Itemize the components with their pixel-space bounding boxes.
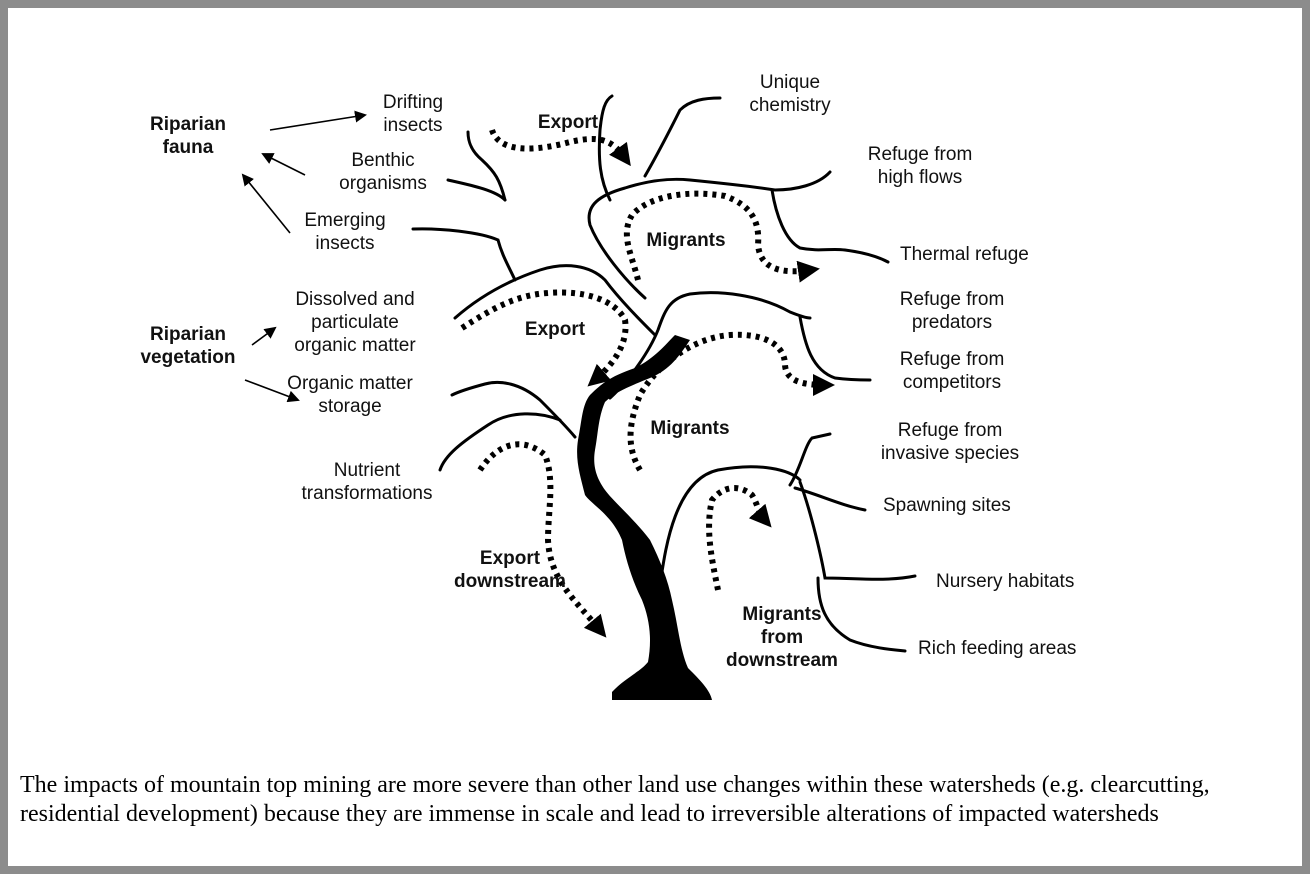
figure-caption: The impacts of mountain top mining are m… — [20, 772, 1210, 827]
spawning-sites-label: Spawning sites — [883, 495, 1011, 516]
export-mid-label: Export — [525, 319, 586, 340]
flow-arrows — [460, 128, 835, 638]
branches — [411, 94, 917, 653]
migrants-top-label: Migrants — [646, 230, 725, 251]
export-mid-flow — [460, 289, 629, 387]
nursery-habitats-label: Nursery habitats — [936, 571, 1074, 592]
thermal-refuge-label: Thermal refuge — [900, 244, 1029, 265]
riparian-arrows — [241, 110, 367, 403]
export-top-flow — [489, 128, 631, 167]
migrants-downstream-flow — [706, 485, 772, 591]
export-downstream-flow — [477, 441, 607, 638]
export-top-label: Export — [538, 112, 599, 133]
rich-feeding-areas-label: Rich feeding areas — [918, 638, 1076, 659]
migrants-top-flow — [623, 190, 820, 283]
migrants-mid-label: Migrants — [650, 418, 729, 439]
main-trunk — [577, 335, 712, 700]
